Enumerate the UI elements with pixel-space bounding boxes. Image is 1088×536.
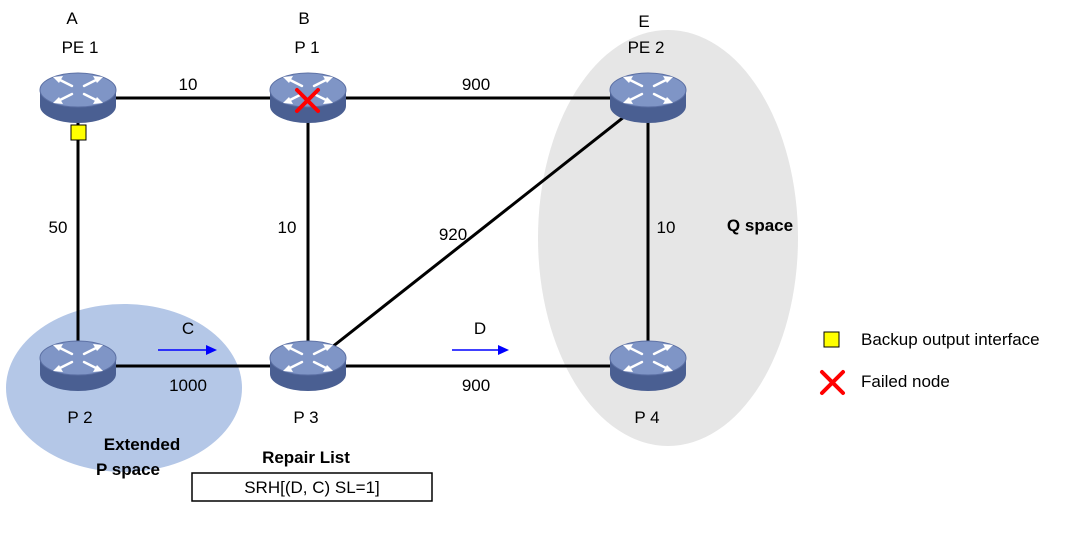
cost-p1-pe2: 900	[462, 75, 490, 94]
link-p3-pe2	[307, 96, 649, 368]
p-space-label-line2: P space	[96, 460, 160, 479]
cost-p3-p4: 900	[462, 376, 490, 395]
node-p1-letter: B	[298, 9, 309, 28]
router-icon	[268, 339, 348, 393]
legend-failed-icon	[820, 370, 845, 395]
node-p3-name: P 3	[293, 408, 318, 427]
node-pe2-letter: E	[638, 12, 649, 31]
cost-pe1-p1: 10	[179, 75, 198, 94]
cost-pe1-p2: 50	[49, 218, 68, 237]
failed-node-icon	[295, 88, 320, 113]
legend-failed-label: Failed node	[861, 372, 950, 391]
q-space-label: Q space	[727, 216, 793, 235]
node-pe1-name: PE 1	[62, 38, 99, 57]
cost-p2-p3: 1000	[169, 376, 207, 395]
router-icon	[608, 71, 688, 125]
cost-p3-pe2: 920	[439, 225, 467, 244]
router-icon	[38, 339, 118, 393]
node-pe2-name: PE 2	[628, 38, 665, 57]
repair-list-entry: SRH[(D, C) SL=1]	[244, 478, 380, 497]
flow-label-c: C	[182, 319, 194, 338]
repair-list-title: Repair List	[262, 448, 350, 467]
cost-pe2-p4: 10	[657, 218, 676, 237]
router-icon	[608, 339, 688, 393]
legend-backup-icon	[823, 331, 840, 348]
repair-list-box	[191, 472, 433, 502]
flow-label-d: D	[474, 319, 486, 338]
p-space-label-line1: Extended	[104, 435, 181, 454]
node-p1-name: P 1	[294, 38, 319, 57]
node-pe1-letter: A	[66, 9, 78, 28]
router-icon	[38, 71, 118, 125]
node-p4-name: P 4	[634, 408, 659, 427]
cost-p1-p3: 10	[278, 218, 297, 237]
node-p2-name: P 2	[67, 408, 92, 427]
legend-backup-label: Backup output interface	[861, 330, 1040, 349]
backup-interface-icon	[70, 124, 87, 141]
